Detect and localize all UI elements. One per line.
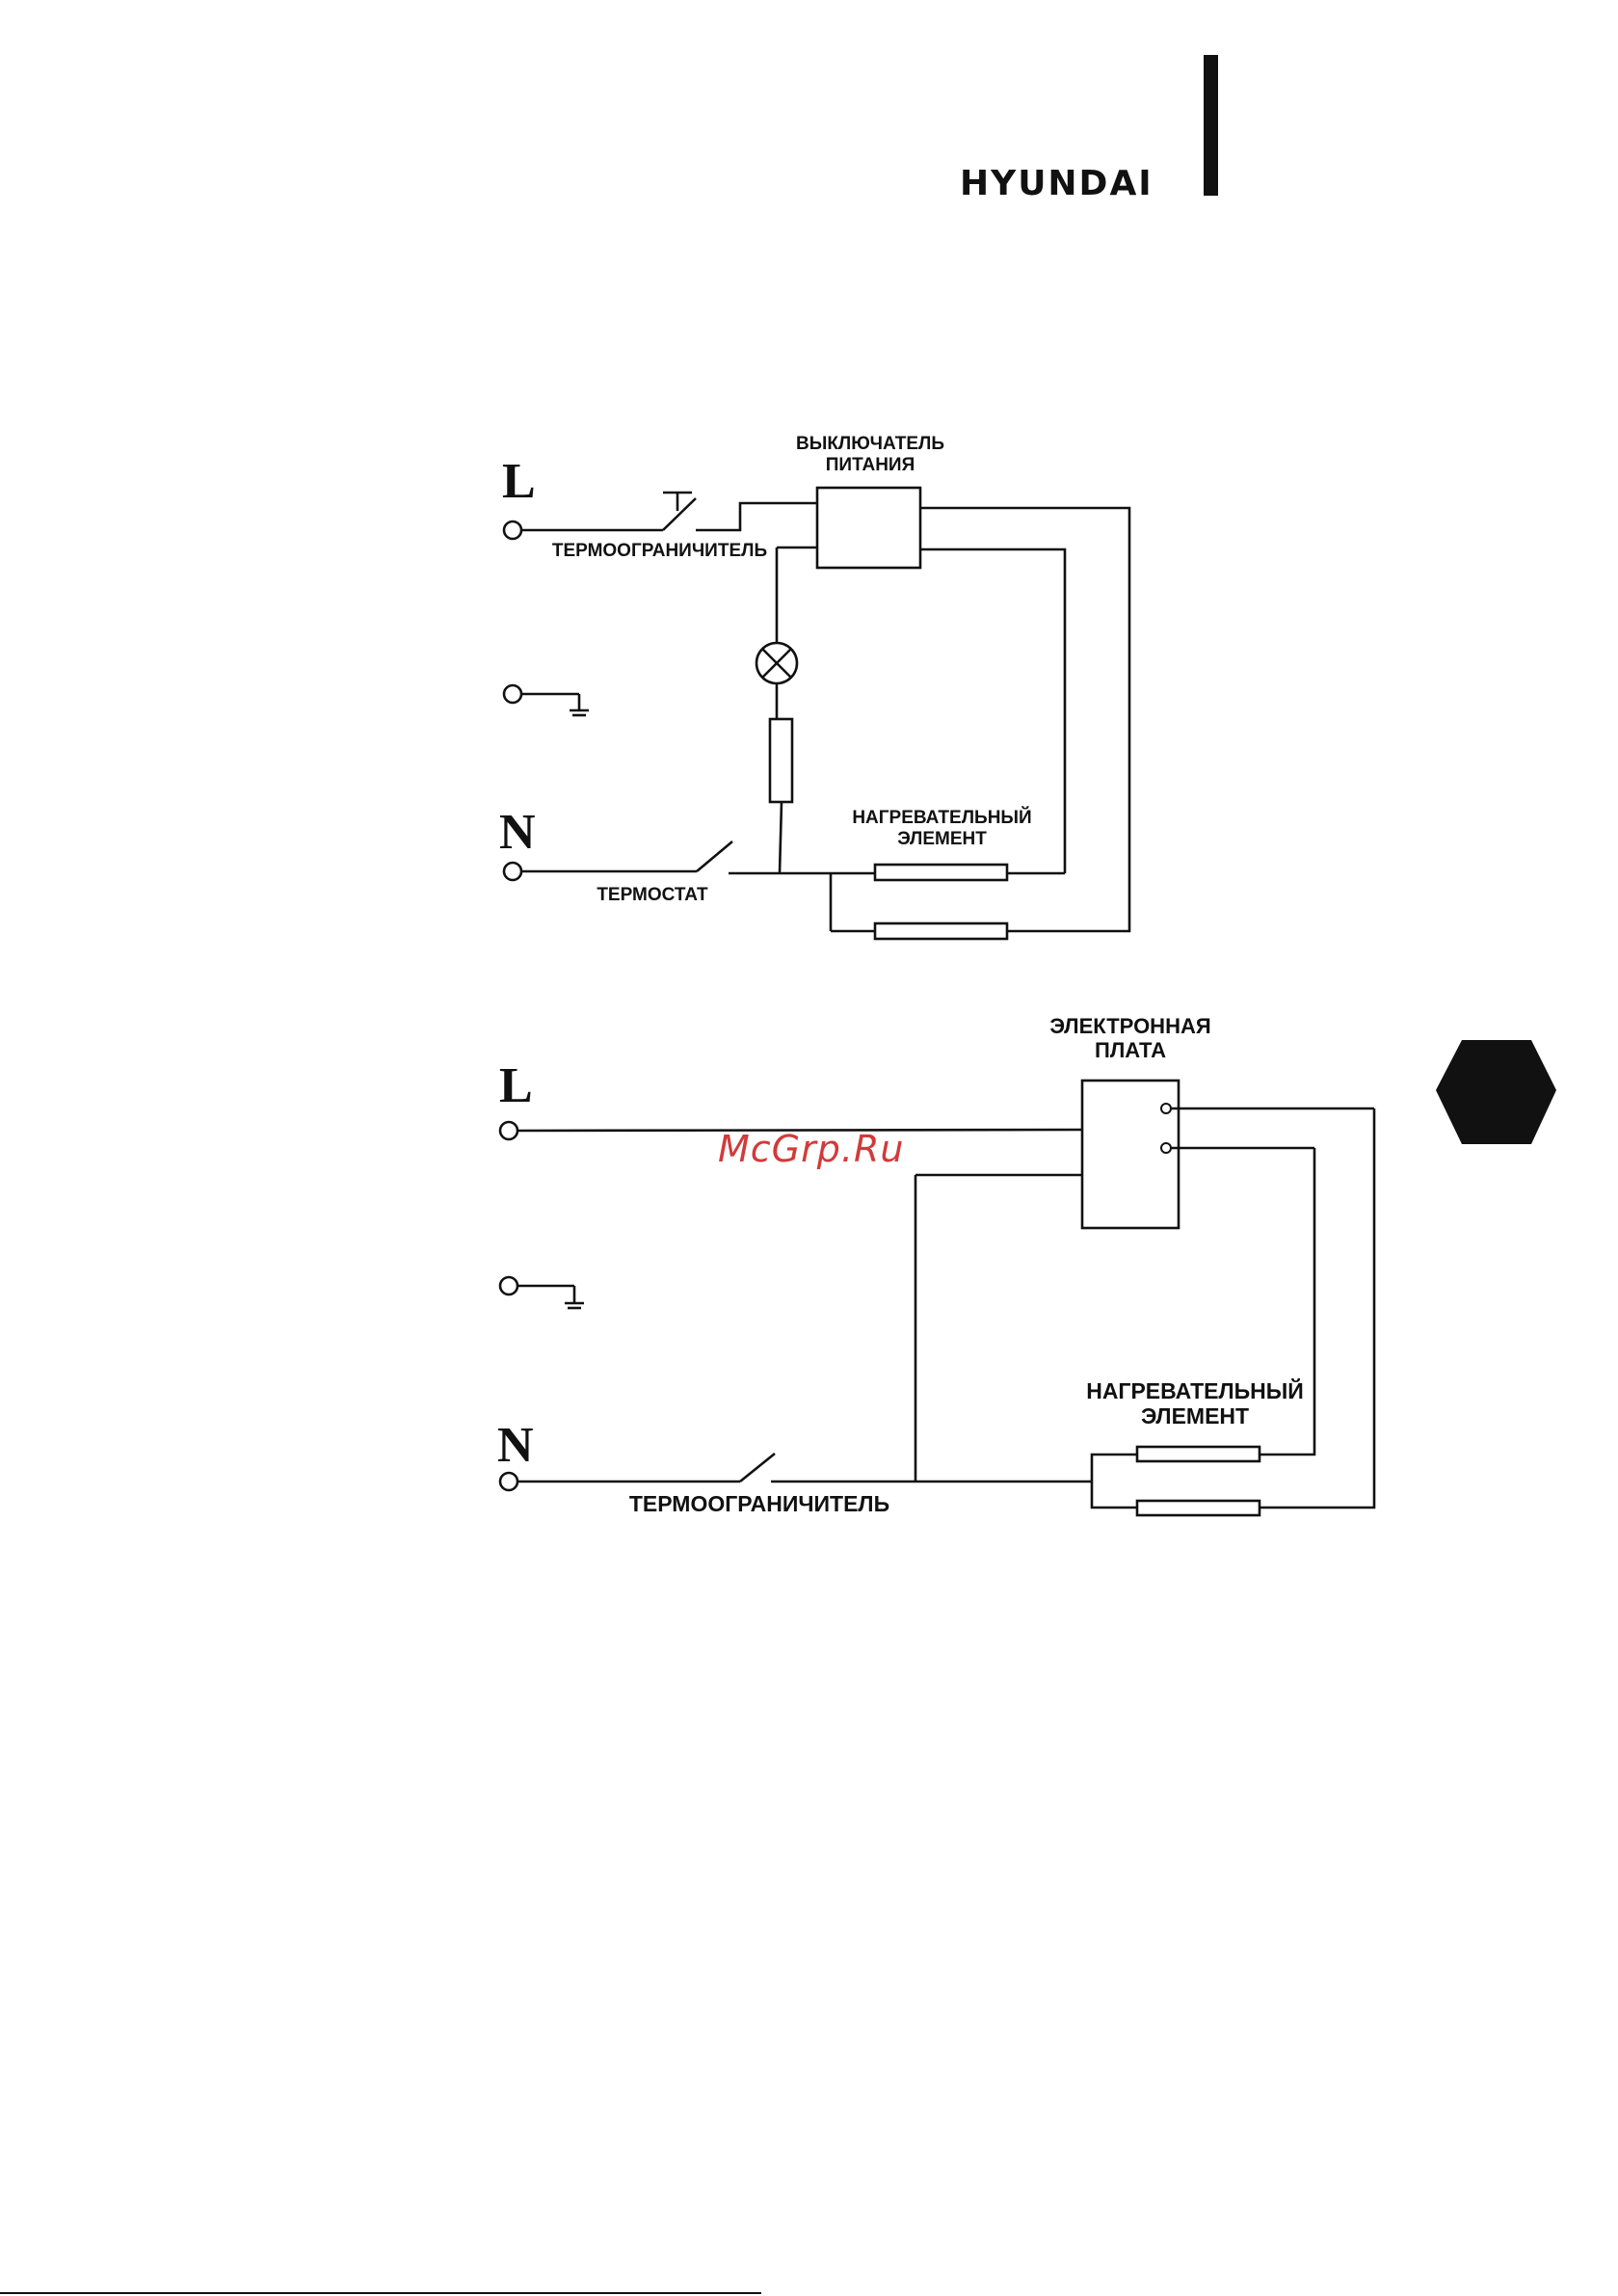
heating-element-1	[875, 865, 1007, 880]
terminal-n-bottom	[500, 1473, 517, 1490]
heating-element-label-top: НАГРЕВАТЕЛЬНЫЙ ЭЛЕМЕНТ	[838, 808, 1046, 850]
wire	[696, 503, 817, 530]
electronic-board-box	[1082, 1081, 1179, 1228]
thermal-limiter-switch	[740, 1454, 775, 1482]
watermark-text: McGrp.Ru	[718, 1128, 904, 1170]
bottom-circuit-diagram	[500, 1081, 1374, 1515]
footer-divider	[0, 2292, 761, 2294]
board-label: ЭЛЕКТРОННАЯ ПЛАТА	[1024, 1014, 1236, 1063]
terminal-ground-bottom	[500, 1277, 517, 1295]
terminal-n-top	[504, 863, 521, 880]
wire	[780, 802, 782, 873]
thermal-limiter-label-bottom: ТЕРМООГРАНИЧИТЕЛЬ	[624, 1491, 894, 1516]
terminal-n-label-top: N	[499, 808, 536, 858]
terminal-l-bottom	[500, 1122, 517, 1139]
heating-element-2	[875, 923, 1007, 939]
board-contact-1	[1161, 1104, 1171, 1113]
resistor	[770, 719, 792, 802]
terminal-l-label-bottom: L	[499, 1061, 533, 1111]
heating-element-1	[1137, 1447, 1260, 1461]
thermal-limiter-switch	[663, 498, 696, 530]
terminal-n-label-bottom: N	[497, 1421, 534, 1471]
wire	[920, 508, 1129, 931]
power-switch-box	[817, 488, 920, 568]
heating-element-2	[1137, 1501, 1260, 1515]
thermostat-label: ТЕРМОСТАТ	[590, 885, 715, 906]
terminal-ground-top	[504, 685, 521, 703]
terminal-l-label-top: L	[502, 457, 536, 507]
terminal-l-top	[504, 521, 521, 539]
heating-element-label-bottom: НАГРЕВАТЕЛЬНЫЙ ЭЛЕМЕНТ	[1079, 1378, 1311, 1429]
thermostat-switch	[697, 841, 732, 871]
board-contact-2	[1161, 1143, 1171, 1153]
power-switch-label: ВЫКЛЮЧАТЕЛЬ ПИТАНИЯ	[769, 434, 971, 476]
wire	[1092, 1482, 1137, 1508]
wire	[1092, 1455, 1137, 1482]
thermal-limiter-label-top: ТЕРМООГРАНИЧИТЕЛЬ	[551, 541, 768, 562]
wire	[1260, 1108, 1374, 1508]
